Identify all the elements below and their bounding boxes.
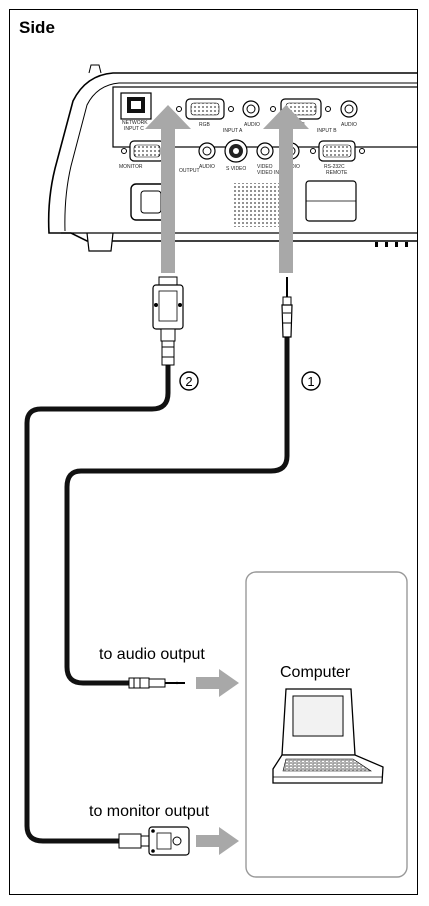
computer-label: Computer [280, 664, 351, 681]
audio-out-label: AUDIO [199, 164, 215, 170]
cable-number-2: 2 [179, 371, 199, 391]
rgb-a-label: RGB [199, 122, 211, 128]
insert-arrow-audio [263, 105, 309, 273]
video-in-label: VIDEO IN [257, 170, 279, 176]
rs232c-label: RS-232C [324, 164, 345, 170]
cable-number-1: 1 [301, 371, 321, 391]
vga-connector-top [152, 276, 184, 366]
video-label: VIDEO [257, 164, 273, 170]
monitor-output-label: to monitor output [89, 803, 210, 820]
vent-dots [375, 242, 408, 247]
monitor-cable [24, 363, 171, 844]
projector-top-edge [64, 82, 417, 232]
audio-b-jack [340, 100, 358, 118]
rgb-a-port [176, 98, 234, 120]
audio-a-jack [242, 100, 260, 118]
diagram-frame: Side NETWO [9, 9, 418, 895]
s-video-label: S VIDEO [226, 166, 246, 172]
input-b-label: INPUT B [317, 128, 337, 134]
projector-foot [86, 232, 114, 252]
svg-text:1: 1 [307, 374, 314, 389]
arrow-to-audio-output [196, 669, 239, 697]
input-c-label: INPUT C [124, 126, 144, 132]
audio-plug-top [281, 277, 293, 338]
input-a-label: INPUT A [223, 128, 243, 134]
projector-latch [88, 64, 102, 74]
laptop-icon [272, 688, 384, 784]
svg-text:2: 2 [185, 374, 192, 389]
monitor-label: MONITOR [119, 164, 143, 170]
s-video-port [224, 139, 248, 163]
insert-arrow-rgb [145, 105, 191, 273]
audio-plug-bottom [128, 677, 185, 689]
audio-a-label: AUDIO [244, 122, 260, 128]
connection-diagram: NETWORK INPUT C RGB INPUT A AUDIO [24, 64, 417, 878]
page-title: Side [19, 18, 55, 37]
video-jack [256, 142, 274, 160]
network-label: NETWORK [122, 120, 148, 126]
audio-out-jack [198, 142, 216, 160]
audio-output-label: to audio output [99, 646, 205, 663]
output-label: OUTPUT [179, 168, 200, 174]
arrow-to-monitor-output [196, 827, 239, 855]
network-port [120, 92, 152, 120]
audio-cable [64, 334, 290, 686]
remote-label: REMOTE [326, 170, 348, 176]
projector: NETWORK INPUT C RGB INPUT A AUDIO [47, 64, 417, 252]
audio-b-label: AUDIO [341, 122, 357, 128]
rs232c-port [310, 140, 365, 162]
vga-connector-bottom [118, 826, 190, 856]
